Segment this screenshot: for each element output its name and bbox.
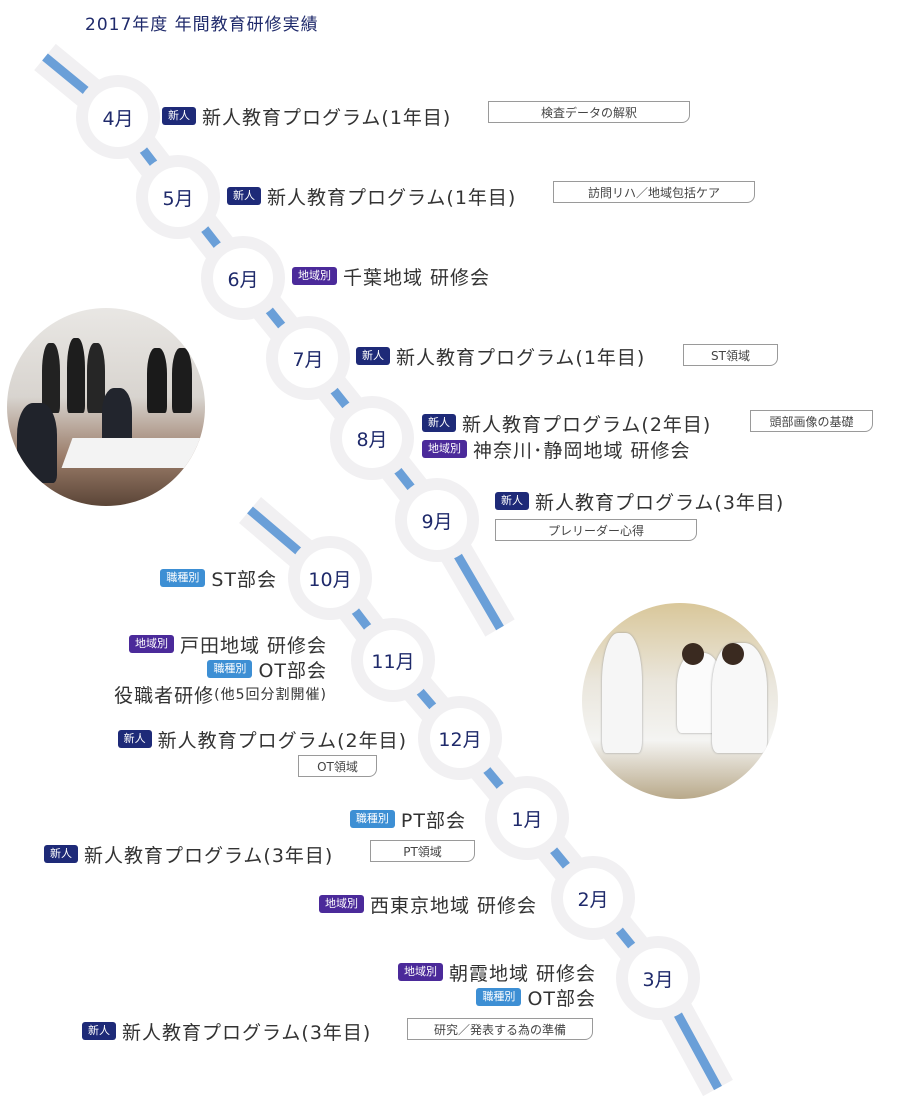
month-feb: 2月 xyxy=(563,868,623,928)
event-oct: 職種別 ST部会 xyxy=(160,566,277,591)
event-apr: 新人 新人教育プログラム(1年目) xyxy=(162,104,452,129)
month-apr: 4月 xyxy=(88,87,148,147)
event-title: 戸田地域 研修会 xyxy=(179,634,327,657)
month-mar: 3月 xyxy=(628,948,688,1008)
event-title: 朝霞地域 研修会 xyxy=(448,962,596,985)
tag-job: 職種別 xyxy=(207,660,253,678)
tag-area: 地域別 xyxy=(318,895,364,913)
month-aug: 8月 xyxy=(342,408,402,468)
topic-box: 頭部画像の基礎 xyxy=(750,410,873,432)
topic-box: ST領域 xyxy=(683,344,778,366)
event-sep: 新人 新人教育プログラム(3年目) xyxy=(495,489,785,514)
tag-new: 新人 xyxy=(495,492,529,510)
event-title: 新人教育プログラム(3年目) xyxy=(535,491,785,514)
event-aug-2: 地域別 神奈川･静岡地域 研修会 xyxy=(422,437,691,462)
month-jan: 1月 xyxy=(497,788,557,848)
tag-job: 職種別 xyxy=(349,810,395,828)
event-may: 新人 新人教育プログラム(1年目) xyxy=(227,184,517,209)
event-title: OT部会 xyxy=(258,659,327,682)
event-title: OT部会 xyxy=(527,987,596,1010)
event-feb: 地域別 西東京地域 研修会 xyxy=(318,892,537,917)
event-title: ST部会 xyxy=(211,568,277,591)
tag-area: 地域別 xyxy=(397,963,443,981)
month-dec: 12月 xyxy=(430,708,490,768)
event-title: 新人教育プログラム(2年目) xyxy=(157,729,407,752)
event-title: 役職者研修 xyxy=(114,684,215,707)
event-title: 神奈川･静岡地域 研修会 xyxy=(473,439,691,462)
tag-new: 新人 xyxy=(356,347,390,365)
month-nov: 11月 xyxy=(363,630,423,690)
topic-box: PT領域 xyxy=(370,840,475,862)
event-jan-1: 職種別 PT部会 xyxy=(349,807,466,832)
topic-box: OT領域 xyxy=(298,755,377,777)
event-aug-1: 新人 新人教育プログラム(2年目) xyxy=(422,411,712,436)
event-mar-3: 新人 新人教育プログラム(3年目) xyxy=(82,1019,372,1044)
month-sep: 9月 xyxy=(407,490,467,550)
tag-area: 地域別 xyxy=(128,635,174,653)
topic-box: プレリーダー心得 xyxy=(495,519,697,541)
tag-new: 新人 xyxy=(82,1022,116,1040)
topic-box: 検査データの解釈 xyxy=(488,101,690,123)
event-title: 新人教育プログラム(1年目) xyxy=(202,106,452,129)
topic-box: 訪問リハ／地域包括ケア xyxy=(553,181,755,203)
event-nov-2: 職種別 OT部会 xyxy=(207,657,327,682)
event-mar-1: 地域別 朝霞地域 研修会 xyxy=(397,960,596,985)
tag-new: 新人 xyxy=(44,845,78,863)
event-nov-3: 役職者研修 (他5回分割開催) xyxy=(114,682,327,707)
event-title: 新人教育プログラム(1年目) xyxy=(267,186,517,209)
training-photo-meeting xyxy=(7,308,205,506)
event-jun: 地域別 千葉地域 研修会 xyxy=(292,264,491,289)
tag-new: 新人 xyxy=(117,730,152,748)
event-title: 新人教育プログラム(1年目) xyxy=(396,346,646,369)
month-oct: 10月 xyxy=(300,548,360,608)
tag-job: 職種別 xyxy=(160,569,206,587)
event-title: 新人教育プログラム(3年目) xyxy=(122,1021,372,1044)
month-jun: 6月 xyxy=(213,248,273,308)
event-mar-2: 職種別 OT部会 xyxy=(476,985,596,1010)
event-dec: 新人 新人教育プログラム(2年目) xyxy=(117,727,407,752)
training-photo-practice xyxy=(582,603,778,799)
topic-box: 研究／発表する為の準備 xyxy=(407,1018,593,1040)
tag-new: 新人 xyxy=(227,187,261,205)
tag-new: 新人 xyxy=(422,414,456,432)
event-title: 新人教育プログラム(2年目) xyxy=(462,413,712,436)
event-nov-1: 地域別 戸田地域 研修会 xyxy=(128,632,327,657)
tag-area: 地域別 xyxy=(422,440,467,458)
event-title: 新人教育プログラム(3年目) xyxy=(84,844,334,867)
event-title: 西東京地域 研修会 xyxy=(369,894,537,917)
tag-new: 新人 xyxy=(162,107,196,125)
event-title: PT部会 xyxy=(400,809,466,832)
tag-area: 地域別 xyxy=(292,267,337,285)
event-jan-2: 新人 新人教育プログラム(3年目) xyxy=(44,842,334,867)
month-may: 5月 xyxy=(148,167,208,227)
tag-job: 職種別 xyxy=(476,988,522,1006)
event-note: (他5回分割開催) xyxy=(214,687,327,703)
page-title: 2017年度 年間教育研修実績 xyxy=(85,15,319,35)
event-jul: 新人 新人教育プログラム(1年目) xyxy=(356,344,646,369)
month-jul: 7月 xyxy=(278,328,338,388)
event-title: 千葉地域 研修会 xyxy=(343,266,491,289)
